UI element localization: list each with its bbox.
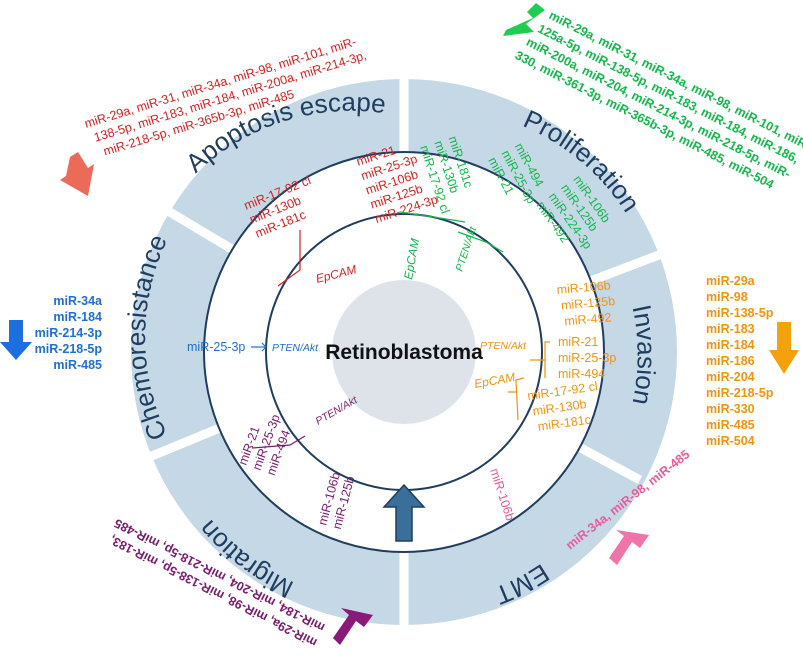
- mir-list-item: miR-138-5p: [706, 306, 774, 320]
- mir-label: miR-125b: [560, 294, 615, 313]
- mir-list-item: miR-504: [706, 434, 755, 448]
- mir-list-item: miR-98: [706, 290, 748, 304]
- mir-list-item: miR-29a: [706, 274, 756, 288]
- target-pten-akt: PTEN/Akt: [480, 340, 527, 352]
- mir-label: miR-494: [558, 367, 605, 381]
- chemoresistance-downregulated: miR-34a miR-184 miR-214-3p miR-218-5p mi…: [35, 294, 103, 372]
- invasion-downregulated: miR-29a miR-98 miR-138-5p miR-183 miR-18…: [706, 274, 774, 448]
- down-arrow-icon: [503, 3, 545, 36]
- mir-list-item: miR-184: [53, 310, 102, 324]
- center-circle: [332, 280, 476, 424]
- section-invasion: Invasion: [627, 302, 662, 407]
- mir-label: miR-25-3p: [558, 351, 616, 365]
- up-arrow-icon: [333, 608, 373, 645]
- mir-list-item: miR-214-3p: [35, 326, 103, 340]
- down-arrow-icon: [769, 322, 799, 374]
- mir-list-item: miR-485: [706, 418, 755, 432]
- down-arrow-icon: [60, 152, 94, 196]
- mir-list-item: miR-485: [53, 358, 102, 372]
- mir-list-item: miR-218-5p: [706, 386, 774, 400]
- mir-list-item: miR-184: [706, 338, 755, 352]
- up-arrow-icon: [609, 530, 649, 565]
- arrow-right-icon: [251, 342, 267, 352]
- mir-label: miR-106b: [556, 278, 611, 297]
- mir-list-item: miR-186: [706, 354, 755, 368]
- mir-label: miR-25-3p: [187, 340, 245, 354]
- center-title: Retinoblastoma: [325, 341, 483, 364]
- up-arrow-icon: [382, 483, 426, 542]
- mir-label: miR-492: [564, 310, 612, 328]
- mir-label: miR-21: [558, 335, 598, 349]
- mir-list-item: miR-183: [706, 322, 755, 336]
- target-pten-akt: PTEN/Akt: [272, 342, 319, 354]
- mir-list-item: miR-330: [706, 402, 755, 416]
- down-arrow-icon: [0, 320, 32, 360]
- mir-list-item: miR-204: [706, 370, 755, 384]
- mir-list-item: miR-218-5p: [35, 342, 103, 356]
- mir-list-item: miR-34a: [53, 294, 103, 308]
